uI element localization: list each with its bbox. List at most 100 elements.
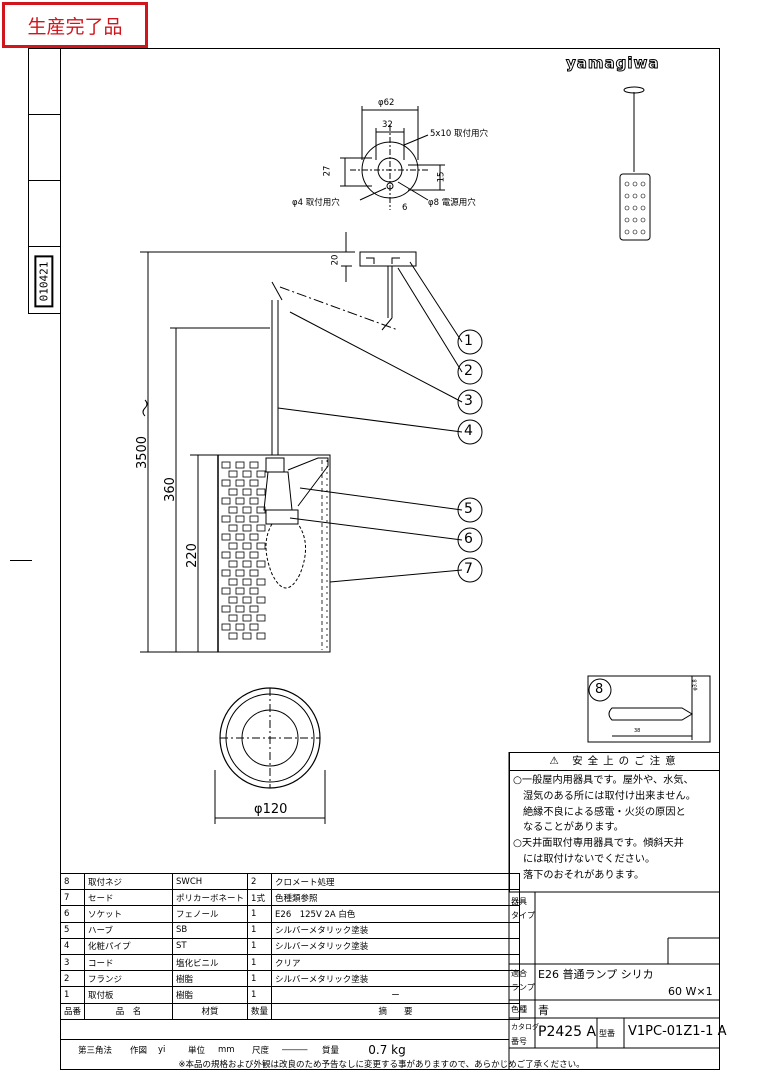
projection-method: 第三角法 <box>77 1045 112 1056</box>
lamp-label-2: ランプ <box>511 983 535 992</box>
safety-line: ○一般屋内用器具です。屋外や、水気、 <box>513 775 694 786</box>
mass-label: 質量 <box>322 1045 340 1056</box>
safety-line: なることがあります。 <box>523 822 624 834</box>
table-cell: 品 名 <box>84 1002 174 1020</box>
wattage-value: 60 W×1 <box>668 985 713 998</box>
scale-label: 尺度 <box>252 1045 270 1056</box>
dim-220: 220 <box>184 543 200 568</box>
color-label: 色種 <box>511 1005 527 1014</box>
table-cell: 3 <box>59 953 86 972</box>
table-cell: 樹脂 <box>172 986 249 1004</box>
discontinued-stamp: 生産完了品 <box>2 2 148 48</box>
table-cell: 1 <box>247 986 273 1004</box>
dim-flange-diameter: φ62 <box>378 98 395 108</box>
table-cell: 1 <box>59 986 86 1004</box>
table-cell: 数量 <box>247 1002 273 1020</box>
margin-mark <box>10 560 32 561</box>
safety-line: 絶縁不良による感電・火災の原因と <box>523 806 686 818</box>
table-cell: 1 <box>247 970 273 988</box>
brand-logo: yamagiwa <box>566 54 660 73</box>
catalog-label-2: 番号 <box>511 1037 527 1046</box>
callout-1: 1 <box>464 333 473 349</box>
table-cell: ハーブ <box>84 921 174 939</box>
color-value: 青 <box>538 1004 549 1017</box>
safety-line: 湿気のある所には取付け出来ません。 <box>523 790 696 802</box>
table-cell: 6 <box>59 905 86 923</box>
table-cell: 1 <box>247 905 273 923</box>
table-cell: 塩化ビニル <box>172 953 249 972</box>
unit-value: mm <box>218 1044 235 1055</box>
table-cell: 4 <box>59 937 86 955</box>
table-cell: シルバーメタリック塗装 <box>271 937 521 955</box>
dim-power-hole: φ8 電源用穴 <box>428 198 476 208</box>
model-label: 型番 <box>599 1029 615 1038</box>
table-cell: クロメート処理 <box>271 872 521 891</box>
dim-screw-length: 38 <box>634 728 641 734</box>
safety-line: 落下のおそれがあります。 <box>523 869 645 881</box>
catalog-number: P2425 A <box>538 1024 597 1040</box>
dim-15: 15 <box>436 171 447 183</box>
table-cell: 1 <box>247 921 273 939</box>
dim-360: 360 <box>162 477 178 502</box>
safety-line: には取付けないでください。 <box>523 853 656 865</box>
safety-notice: ⚠ 安全上のご注意 ○一般屋内用器具です。屋外や、水気、 湿気のある所には取付け… <box>509 752 720 892</box>
dim-hole-spacing: 32 <box>382 120 393 130</box>
callout-3: 3 <box>464 393 473 409</box>
dim-slot-hole: 5x10 取付用穴 <box>430 129 488 139</box>
unit-label: 単位 <box>188 1045 206 1056</box>
table-cell: 樹脂 <box>172 970 249 988</box>
dim-3500: 3500 <box>135 435 151 470</box>
table-cell: 5 <box>59 921 86 939</box>
table-cell: 材質 <box>172 1002 249 1020</box>
safety-title: ⚠ 安全上のご注意 <box>510 753 720 771</box>
table-cell: 化粧パイプ <box>84 937 174 955</box>
callout-4: 4 <box>464 423 473 439</box>
scale-value: ――― <box>282 1044 308 1055</box>
table-cell: ST <box>172 937 249 955</box>
table-cell: 取付板 <box>84 986 174 1004</box>
table-cell: シルバーメタリック塗装 <box>271 970 521 988</box>
type-label-2: タイプ <box>511 911 535 920</box>
table-cell: フェノール <box>172 905 249 923</box>
table-cell: ー <box>271 986 521 1004</box>
dim-screw-dia: φ3.8 <box>692 679 699 691</box>
table-cell: 2 <box>59 970 86 988</box>
table-cell: E26 125V 2A 白色 <box>271 905 521 923</box>
drawn-label: 作図 <box>130 1045 148 1056</box>
lamp-label: 適合 <box>511 969 527 978</box>
table-cell: セード <box>84 889 174 907</box>
dim-6: 6 <box>402 203 408 213</box>
table-cell: 色種類参照 <box>271 889 521 907</box>
model-number: V1PC-01Z1-1 A <box>628 1024 727 1039</box>
lamp-value: E26 普通ランプ シリカ <box>538 968 654 981</box>
callout-2: 2 <box>464 363 473 379</box>
type-label: 器具 <box>511 897 527 906</box>
table-cell: 7 <box>59 889 86 907</box>
dim-shade-diameter: φ120 <box>254 802 288 817</box>
drawn-by: yi <box>158 1044 166 1055</box>
table-cell: ソケット <box>84 905 174 923</box>
table-cell: 1式 <box>247 889 273 907</box>
footer-disclaimer: ※本品の規格および外観は改良のため予告なしに変更する事がありますので、あらかじめ… <box>178 1060 585 1070</box>
callout-7: 7 <box>464 561 473 577</box>
warning-icon: ⚠ <box>549 755 573 767</box>
left-title-strip <box>28 48 60 314</box>
table-cell: SB <box>172 921 249 939</box>
table-cell: ポリカーボネート <box>172 889 249 907</box>
dim-20: 20 <box>330 254 341 266</box>
table-cell: 2 <box>247 872 273 891</box>
table-cell: 1 <box>247 953 273 972</box>
table-cell: 品番 <box>59 1002 86 1020</box>
table-cell: 取付ネジ <box>84 872 174 891</box>
table-cell: シルバーメタリック塗装 <box>271 921 521 939</box>
table-cell: コード <box>84 953 174 972</box>
